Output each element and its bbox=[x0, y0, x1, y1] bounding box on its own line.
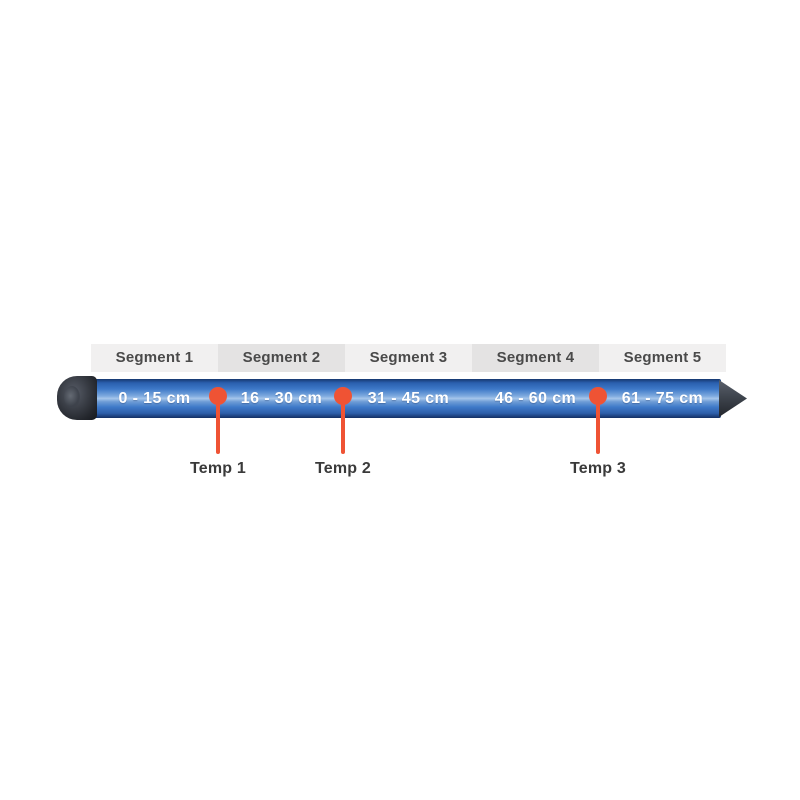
depth-range-label-4: 46 - 60 cm bbox=[494, 390, 577, 407]
depth-range-label-5: 61 - 75 cm bbox=[621, 390, 704, 407]
sensor-pointer-line bbox=[341, 396, 345, 454]
segment-header-3: Segment 3 bbox=[345, 344, 472, 372]
segment-header-4: Segment 4 bbox=[472, 344, 599, 372]
sensor-pointer-line bbox=[216, 396, 220, 454]
sensor-label: Temp 2 bbox=[314, 460, 372, 477]
depth-range-label-3: 31 - 45 cm bbox=[367, 390, 450, 407]
probe-rod bbox=[93, 379, 721, 418]
segment-header-5: Segment 5 bbox=[599, 344, 726, 372]
sensor-label: Temp 1 bbox=[189, 460, 247, 477]
sensor-dot-icon bbox=[209, 387, 227, 405]
probe-pointed-tip bbox=[719, 380, 747, 417]
depth-range-label-2: 16 - 30 cm bbox=[240, 390, 323, 407]
segment-header-bar: Segment 1 Segment 2 Segment 3 Segment 4 … bbox=[91, 344, 726, 372]
segment-header-2: Segment 2 bbox=[218, 344, 345, 372]
sensor-pointer-line bbox=[596, 396, 600, 454]
sensor-dot-icon bbox=[589, 387, 607, 405]
sensor-label: Temp 3 bbox=[569, 460, 627, 477]
segment-header-1: Segment 1 bbox=[91, 344, 218, 372]
depth-range-label-1: 0 - 15 cm bbox=[118, 390, 191, 407]
sensor-dot-icon bbox=[334, 387, 352, 405]
probe-end-cap bbox=[57, 376, 97, 420]
